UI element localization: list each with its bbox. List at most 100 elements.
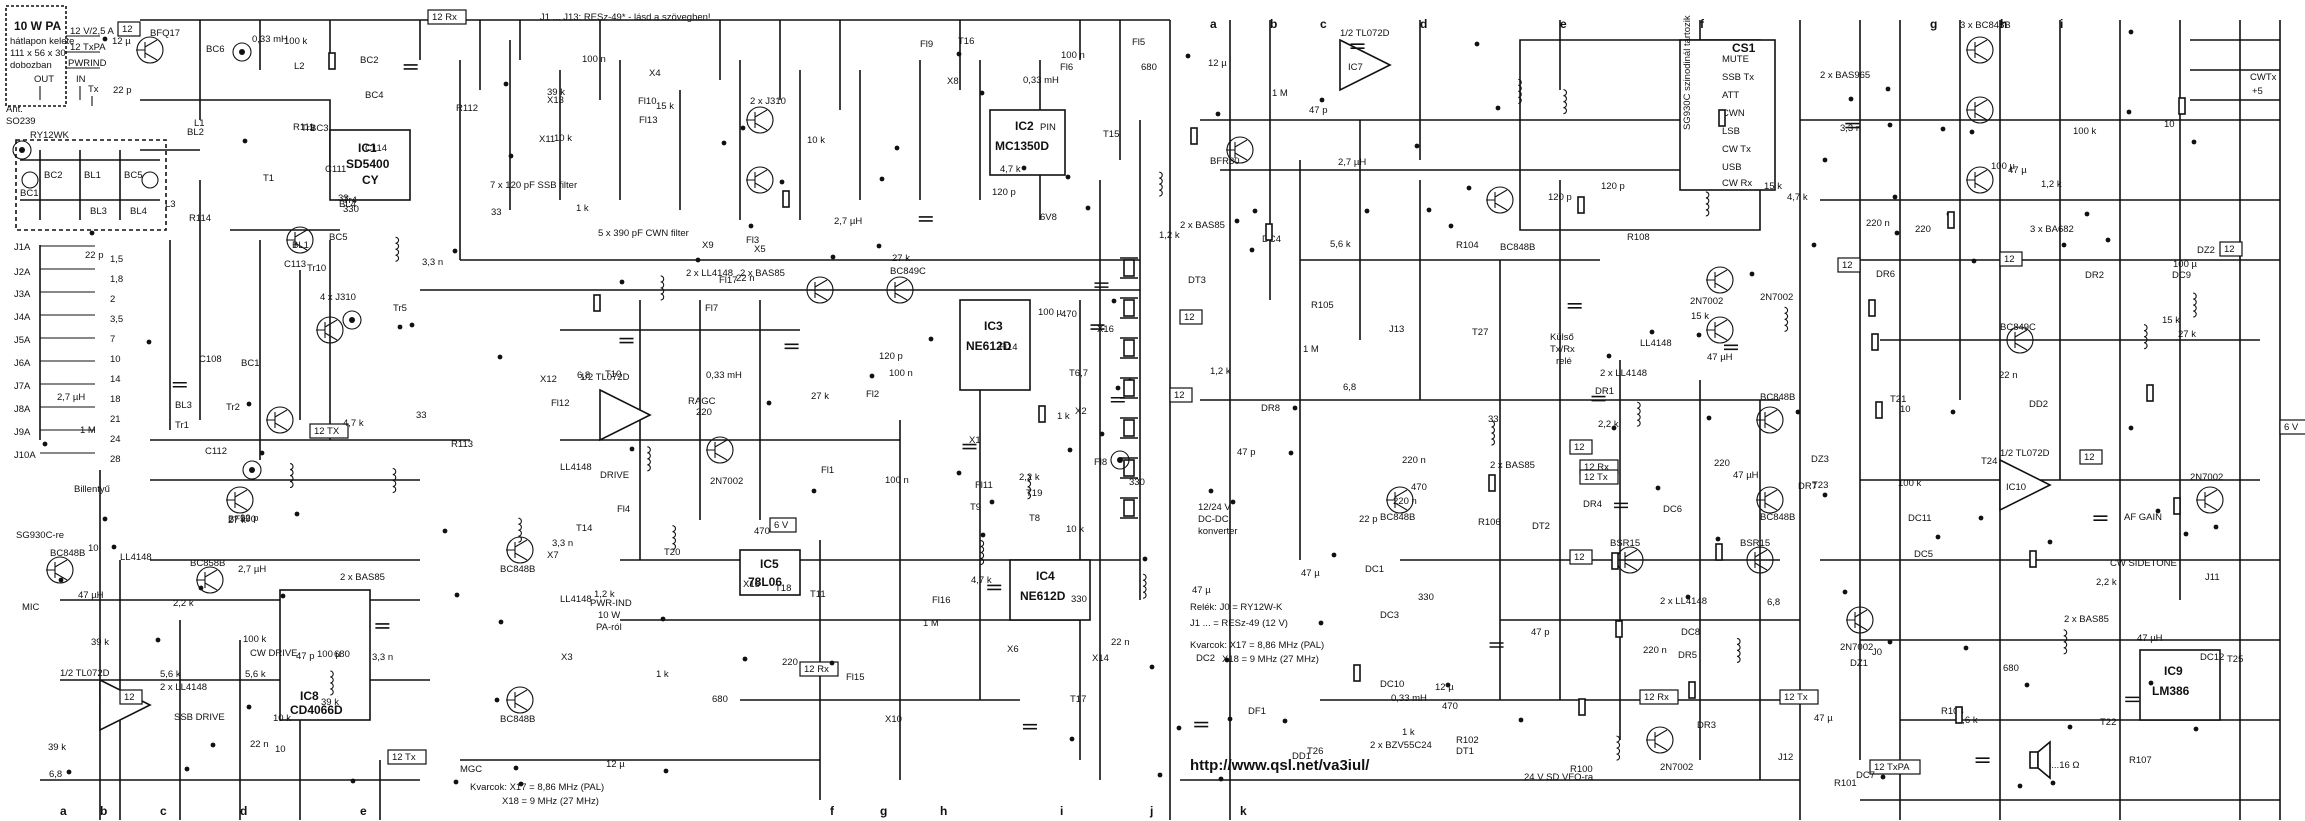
junction-dot — [2148, 680, 2154, 686]
svg-text:1/2 TL072D: 1/2 TL072D — [1340, 28, 1390, 39]
part-ref: T27 — [1472, 327, 1488, 338]
junction-dot — [1518, 717, 1524, 723]
transistor-symbol — [1846, 606, 1874, 634]
part-ref: Fl11 — [975, 480, 993, 491]
part-ref: RAGC — [688, 396, 716, 407]
part-ref: BC6 — [206, 44, 224, 55]
value-label: 680 — [334, 649, 350, 660]
part-ref: Tr3 — [301, 123, 315, 134]
value-label: 47 µ — [2008, 165, 2027, 176]
inductor — [395, 236, 400, 262]
value-label: 1 M — [923, 618, 939, 629]
resistor — [2146, 384, 2154, 402]
junction-dot — [454, 592, 460, 598]
value-label: 6,8 — [1343, 382, 1356, 393]
components — [12, 29, 2219, 789]
part-ref: Fl8 — [1094, 457, 1107, 468]
svg-text:J2A: J2A — [14, 267, 31, 278]
junction-dot — [1885, 86, 1891, 92]
supply-tag-label: 12 Rx — [1644, 692, 1669, 703]
part-ref: R113 — [451, 439, 473, 450]
supply-tag: 12 TX — [309, 423, 349, 439]
value-label: 2,7 µH — [1338, 157, 1366, 168]
value-label: 120 p — [1548, 192, 1572, 203]
part-ref: BC5 — [329, 232, 347, 243]
part-ref: DC1 — [1365, 564, 1384, 575]
part-ref: R101 — [1834, 778, 1857, 789]
supply-tag: 12 Tx — [1579, 469, 1619, 485]
ext-relay-label: Külső — [1550, 332, 1574, 343]
value-label: 27 k — [811, 391, 829, 402]
junction-dot — [1795, 409, 1801, 415]
junction-dot — [518, 781, 524, 787]
resistor — [1038, 405, 1046, 423]
junction-dot — [1842, 589, 1848, 595]
junction-dot — [695, 257, 701, 263]
junction-dot — [1319, 97, 1325, 103]
transistor-symbol — [506, 686, 534, 714]
value-label: 120 p — [1601, 181, 1625, 192]
supply-tag-label: 12 — [1174, 390, 1185, 401]
part-ref: DC3 — [1380, 610, 1399, 621]
svg-text:BC858B: BC858B — [190, 558, 225, 569]
notes: J1 ... J13: RESz-49* - lásd a szövegben!… — [22, 12, 2277, 807]
junction-dot — [1811, 242, 1817, 248]
part-ref: T1 — [263, 173, 274, 184]
junction-dot — [1288, 450, 1294, 456]
junction-dot — [2128, 29, 2134, 35]
svg-text:MC1350D: MC1350D — [995, 139, 1049, 153]
svg-text:2 x BAS85: 2 x BAS85 — [1180, 220, 1225, 231]
part-ref: R105 — [1311, 300, 1334, 311]
value-label: 680 — [712, 694, 728, 705]
junction-dot — [453, 779, 459, 785]
part-ref: R112 — [456, 103, 478, 114]
transistor-symbol — [266, 406, 294, 434]
svg-text:2N7002: 2N7002 — [710, 476, 743, 487]
inductor — [1736, 637, 1741, 663]
junction-dot — [1445, 682, 1451, 688]
transistor-symbol — [746, 166, 774, 194]
svg-text:BC849C: BC849C — [2000, 322, 2036, 333]
capacitor — [1975, 757, 1990, 763]
svg-text:1,8: 1,8 — [110, 274, 123, 285]
ssb-drive-label: SSB DRIVE — [174, 712, 225, 723]
transistor-symbol — [1386, 486, 1414, 514]
part-ref: DR6 — [1876, 269, 1895, 280]
junction-dot — [1249, 247, 1255, 253]
value-label: 47 p — [1531, 627, 1550, 638]
supply-tag-label: 12 — [1574, 552, 1585, 563]
part-ref: DD1 — [1292, 751, 1311, 762]
ic4-ne612d: IC4 NE612D — [1009, 559, 1091, 621]
supply-tag-label: 12 Tx — [1784, 692, 1808, 703]
junction-dot — [1655, 485, 1661, 491]
supply-tag: 12 — [1569, 439, 1593, 455]
junction-dot — [1448, 223, 1454, 229]
junction-dot — [1940, 126, 1946, 132]
part-ref: DC5 — [1914, 549, 1933, 560]
svg-text:NE612D: NE612D — [966, 339, 1012, 353]
svg-text:a: a — [60, 804, 67, 818]
part-ref: T19 — [1026, 488, 1042, 499]
junction-dot — [58, 577, 64, 583]
svg-text:BSR15: BSR15 — [1610, 538, 1640, 549]
junction-dot — [1474, 41, 1480, 47]
resistor — [1577, 196, 1585, 214]
supply-tag-label: 12 Tx — [392, 752, 416, 763]
junction-dot — [1971, 258, 1977, 264]
part-ref: DF1 — [1248, 706, 1266, 717]
value-label: 47 µH — [1733, 470, 1759, 481]
value-label: 47 µH — [2137, 633, 2163, 644]
supply-tag: 12 — [1179, 309, 1203, 325]
part-ref: BC4 — [365, 90, 383, 101]
svg-text:28: 28 — [110, 454, 121, 465]
capacitor — [1614, 502, 1629, 509]
svg-text:BFQ17: BFQ17 — [150, 28, 180, 39]
value-label: 1 k — [656, 669, 669, 680]
relay-part: RY12WK — [30, 130, 70, 141]
part-ref: T20 — [664, 547, 680, 558]
part-ref: T21 — [1890, 394, 1906, 405]
junction-dot — [1696, 332, 1702, 338]
transistor-symbol — [2196, 486, 2224, 514]
svg-text:BC848B: BC848B — [500, 714, 535, 725]
junction-dot — [89, 230, 95, 236]
